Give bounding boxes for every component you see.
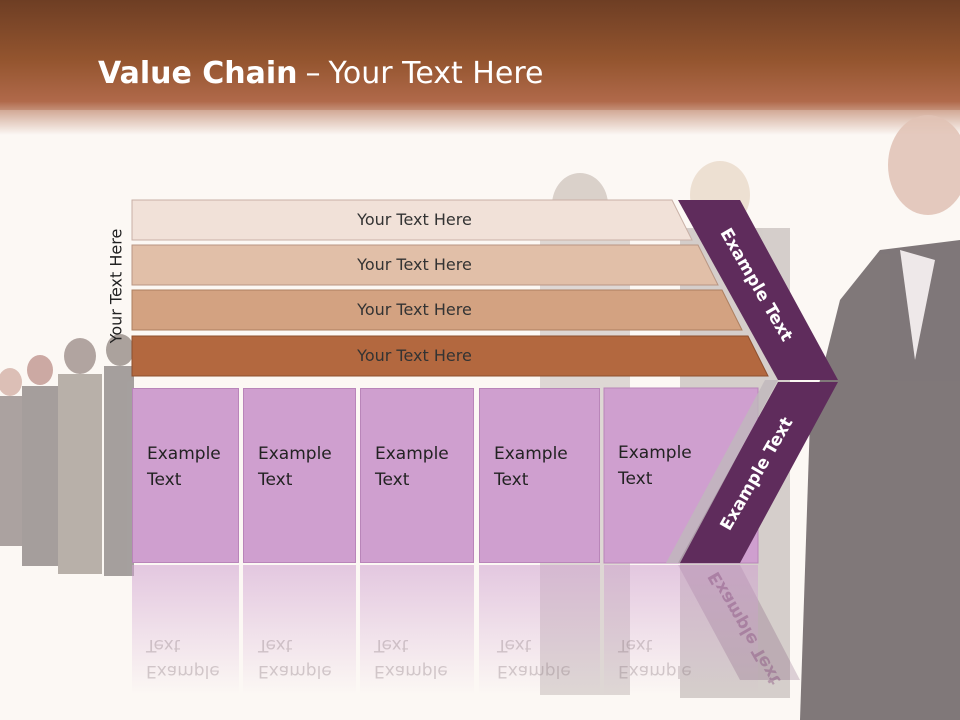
slide-title: Value Chain–Your Text Here	[98, 56, 543, 91]
box-5-line1: Example	[618, 443, 692, 463]
activity-box-4: Example Text	[479, 388, 600, 563]
chevron-top	[678, 200, 838, 380]
bar-3-label: Your Text Here	[357, 300, 472, 319]
title-bold: Value Chain	[98, 56, 298, 91]
activity-box-2: Example Text	[243, 388, 356, 563]
bar-3-shape	[131, 289, 743, 331]
box-1-line1: Example	[147, 444, 221, 464]
chevron-top-edge	[666, 380, 778, 563]
box-5-reflection	[604, 565, 758, 695]
bar-4-shape	[131, 335, 769, 377]
box-3-reflection-line1: Example	[374, 661, 448, 681]
bar-1-label: Your Text Here	[357, 210, 472, 229]
title-separator: –	[305, 56, 321, 91]
box-2-reflection-line2: Text	[258, 635, 293, 655]
box-4-reflection-text: Example Text	[497, 632, 571, 684]
box-4-reflection-line2: Text	[497, 635, 532, 655]
activity-box-1: Example Text	[132, 388, 239, 563]
box-5-reflection-line2: Text	[618, 635, 653, 655]
box-2-reflection-text: Example Text	[258, 632, 332, 684]
box-1-line2: Text	[147, 470, 182, 490]
box-2-line2: Text	[258, 470, 293, 490]
bar-2-shape	[131, 244, 719, 286]
header-band	[0, 0, 960, 135]
box-2-line1: Example	[258, 444, 332, 464]
box-4-reflection-line1: Example	[497, 661, 571, 681]
box-5-line2: Text	[618, 469, 653, 489]
box-3-line1: Example	[375, 444, 449, 464]
title-rest: Your Text Here	[328, 56, 544, 91]
box-3-reflection-line2: Text	[374, 635, 409, 655]
box-2-reflection-line1: Example	[258, 661, 332, 681]
box-1-reflection-line2: Text	[146, 635, 181, 655]
chevron-bottom	[678, 382, 838, 563]
box-5-reflection-text: Example Text	[618, 632, 692, 684]
activity-box-3: Example Text	[360, 388, 474, 563]
box-3-reflection	[360, 565, 474, 695]
box-1-reflection-line1: Example	[146, 661, 220, 681]
box-4-reflection	[479, 565, 600, 695]
box-5-reflection-line1: Example	[618, 661, 692, 681]
box-1-reflection-text: Example Text	[146, 632, 220, 684]
box-3-line2: Text	[375, 470, 410, 490]
box-3-reflection-text: Example Text	[374, 632, 448, 684]
bar-1-shape	[131, 199, 693, 241]
box-1-reflection	[132, 565, 239, 695]
bar-2-label: Your Text Here	[357, 255, 472, 274]
box-4-line1: Example	[494, 444, 568, 464]
box-2-reflection	[243, 565, 356, 695]
activity-box-5: Example Text	[604, 388, 694, 563]
box-4-line2: Text	[494, 470, 529, 490]
bar-4-label: Your Text Here	[357, 346, 472, 365]
